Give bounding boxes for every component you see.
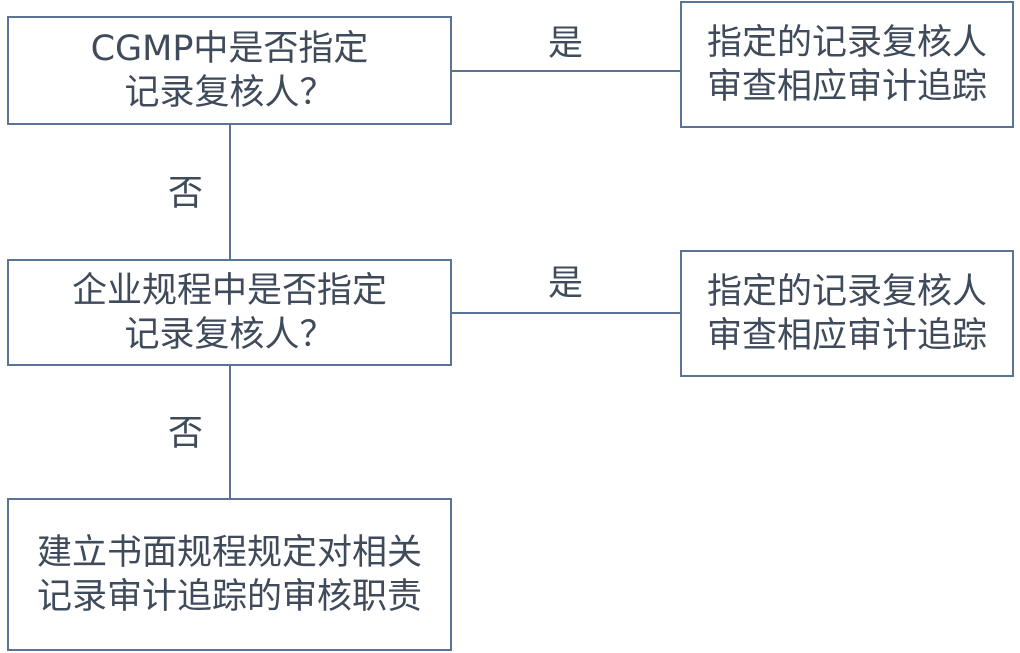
connector-q2-to-r3 [229,365,231,500]
edge-label-q2-yes: 是 [548,264,584,304]
result-node-procedure-reviewer-line1: 指定的记录复核人 [706,271,987,312]
decision-node-cgmp-line1: CGMP中是否指定 [90,28,369,69]
result-node-cgmp-reviewer-line1: 指定的记录复核人 [706,22,987,63]
connector-q1-to-r1 [451,70,681,72]
connector-q1-to-q2 [229,124,231,261]
result-node-cgmp-reviewer-line2: 审查相应审计追踪 [706,66,987,107]
edge-label-q1-no: 否 [168,174,204,214]
result-node-procedure-reviewer-line2: 审查相应审计追踪 [706,315,987,356]
edge-label-q2-no: 否 [168,414,204,454]
result-node-establish-procedure-line1: 建立书面规程规定对相关 [36,532,422,573]
connector-q2-to-r2 [451,312,681,314]
result-node-establish-procedure-line2: 记录审计追踪的审核职责 [36,576,422,617]
decision-node-company-procedure: 企业规程中是否指定 记录复核人？ [7,259,452,366]
decision-node-company-procedure-line1: 企业规程中是否指定 [71,270,387,311]
decision-node-company-procedure-line2: 记录复核人？ [124,314,335,355]
decision-node-cgmp-line2: 记录复核人？ [124,72,335,113]
result-node-cgmp-reviewer: 指定的记录复核人 审查相应审计追踪 [680,1,1014,128]
result-node-establish-procedure: 建立书面规程规定对相关 记录审计追踪的审核职责 [7,498,452,651]
edge-label-q1-yes: 是 [548,24,584,64]
result-node-procedure-reviewer: 指定的记录复核人 审查相应审计追踪 [680,250,1014,377]
decision-node-cgmp: CGMP中是否指定 记录复核人？ [7,16,452,125]
